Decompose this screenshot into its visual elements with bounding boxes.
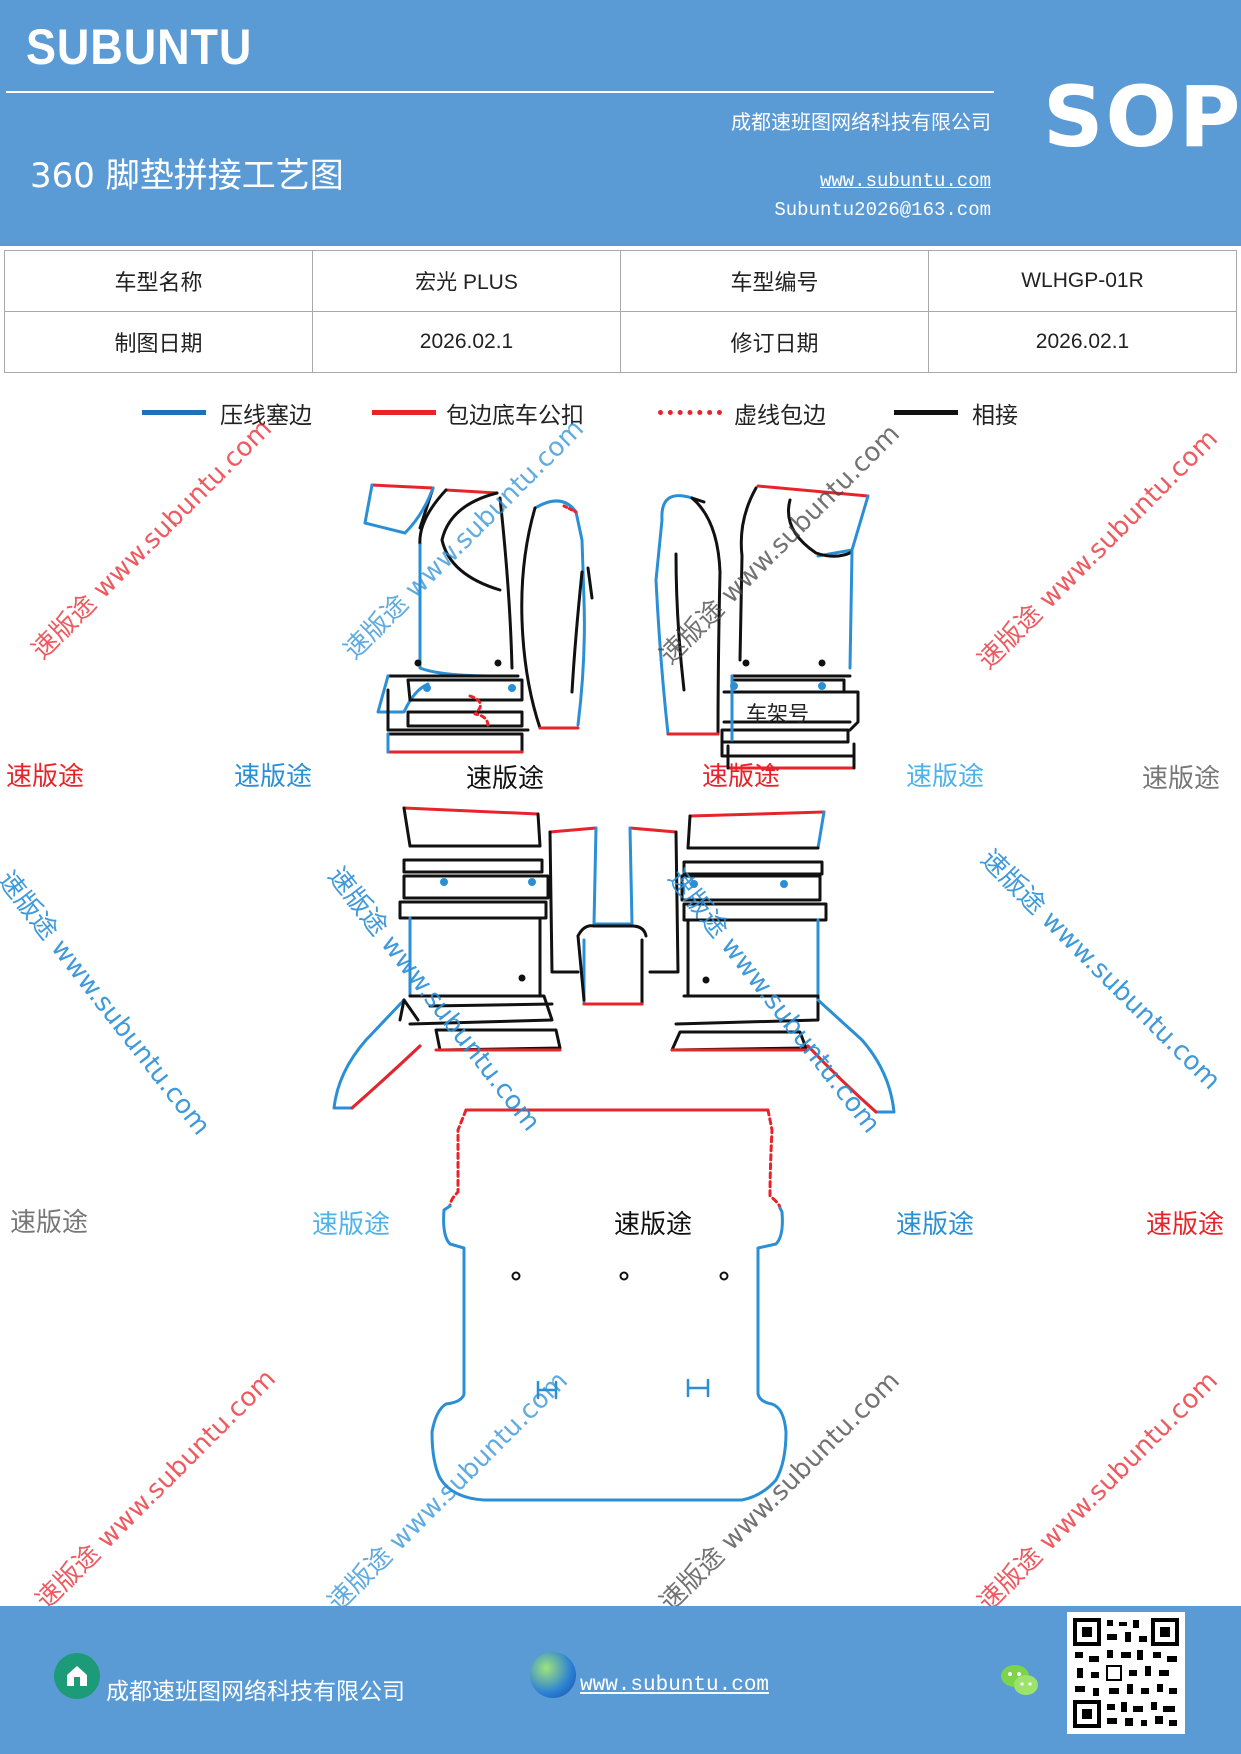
wechat-icon[interactable]	[996, 1656, 1044, 1704]
model-code-value: WLHGP-01R	[928, 250, 1237, 312]
footer-website-link[interactable]: www.subuntu.com	[580, 1674, 770, 1697]
watermark: 速版途	[234, 762, 313, 792]
table-row: 制图日期 2026.02.1 修订日期 2026.02.1	[4, 311, 1237, 373]
watermark: 速版途	[6, 762, 85, 792]
watermark: 速版途	[1142, 764, 1221, 794]
watermark: 速版途	[312, 1210, 391, 1240]
watermark: 速版途	[702, 762, 781, 792]
legend-swatch-blue	[142, 410, 206, 415]
legend-label: 包边底车公扣	[446, 403, 584, 429]
model-name-label: 车型名称	[4, 250, 313, 312]
website-link[interactable]: www.subuntu.com	[819, 170, 991, 192]
header-divider	[6, 91, 994, 93]
model-name-value: 宏光 PLUS	[312, 250, 621, 312]
legend-swatch-red-dotted	[658, 410, 722, 415]
legend: 压线塞边 包边底车公扣 虚线包边 相接	[0, 396, 1241, 432]
company-name: 成都速班图网络科技有限公司	[731, 110, 991, 134]
legend-label: 压线塞边	[220, 403, 312, 429]
table-row: 车型名称 宏光 PLUS 车型编号 WLHGP-01R	[4, 250, 1237, 312]
vin-label: 车架号	[746, 702, 809, 726]
legend-label: 相接	[972, 403, 1018, 429]
house-icon	[54, 1653, 100, 1699]
legend-swatch-red	[372, 410, 436, 415]
middle-left-mat	[332, 806, 562, 1110]
watermark: 速版途	[10, 1208, 89, 1238]
footer-banner: 成都速班图网络科技有限公司 www.subuntu.com	[0, 1606, 1241, 1754]
legend-swatch-black	[894, 410, 958, 415]
draw-date-value: 2026.02.1	[312, 311, 621, 373]
watermark: 速版途	[1146, 1210, 1225, 1240]
watermark: 速版途	[896, 1210, 975, 1240]
watermark: 速版途	[614, 1210, 693, 1240]
revision-date-value: 2026.02.1	[928, 311, 1237, 373]
document-title: 360 脚垫拼接工艺图	[30, 156, 344, 196]
globe-icon	[530, 1652, 576, 1698]
legend-label: 虚线包边	[734, 403, 826, 429]
qr-code	[1067, 1612, 1185, 1734]
front-right-mat	[654, 484, 870, 770]
header-banner: SUBUNTU 360 脚垫拼接工艺图 成都速班图网络科技有限公司 www.su…	[0, 0, 1241, 246]
watermark: 速版途	[906, 762, 985, 792]
front-left-mat	[363, 483, 594, 754]
rear-mat	[430, 1108, 788, 1502]
sop-badge: SOP	[1043, 68, 1241, 166]
revision-date-label: 修订日期	[620, 311, 929, 373]
center-tunnel-mat	[548, 826, 680, 1006]
draw-date-label: 制图日期	[4, 311, 313, 373]
footer-company-name: 成都速班图网络科技有限公司	[106, 1679, 405, 1705]
watermark: 速版途	[466, 764, 545, 794]
brand-logo: SUBUNTU	[26, 19, 253, 75]
model-code-label: 车型编号	[620, 250, 929, 312]
email-address[interactable]: Subuntu2026@163.com	[774, 199, 991, 221]
vehicle-info-table: 车型名称 宏光 PLUS 车型编号 WLHGP-01R 制图日期 2026.02…	[4, 250, 1237, 373]
middle-right-mat	[670, 810, 896, 1114]
